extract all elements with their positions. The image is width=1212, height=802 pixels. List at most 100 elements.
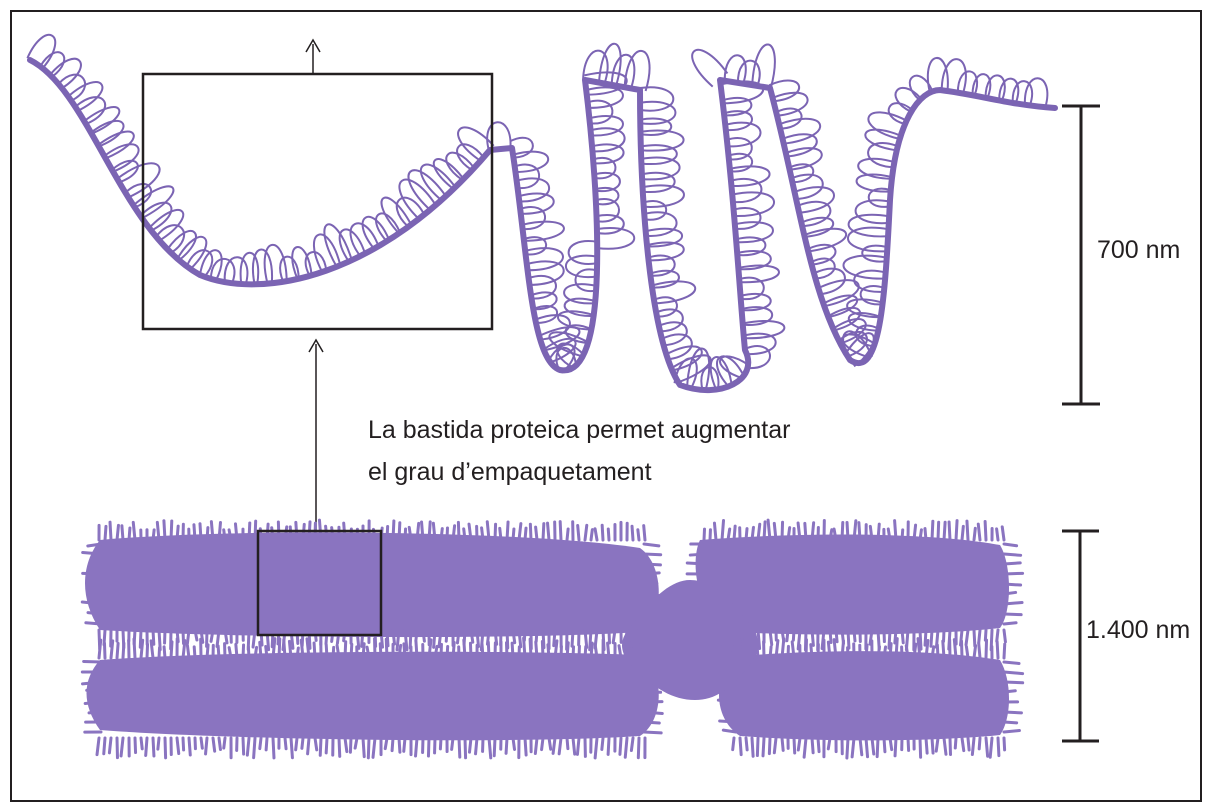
chromatin-fringe-strand: [459, 738, 460, 757]
chromatin-fringe-strand: [608, 643, 609, 658]
chromatin-fringe-strand: [255, 647, 257, 658]
chromatin-fringe-strand: [326, 526, 327, 540]
chromatin-fringe-strand: [157, 522, 159, 540]
chromatin-fringe-strand: [273, 738, 274, 758]
chromatin-fringe-strand: [464, 640, 465, 658]
chromatin-fringe-strand: [542, 642, 543, 658]
chromatin-fringe-strand: [733, 738, 734, 750]
chromatin-fringe-strand: [84, 661, 101, 662]
chromatin-fringe-strand: [86, 623, 101, 624]
chromatin-fringe-strand: [429, 640, 431, 658]
chromatin-fringe-strand: [548, 645, 549, 658]
chromatin-fringe-strand: [723, 730, 736, 732]
chromatin-fringe-strand: [704, 529, 705, 540]
chromatin-fringe-strand: [888, 529, 890, 540]
chromatin-fringe-strand: [530, 639, 531, 658]
chromatin-fringe-strand: [159, 648, 160, 658]
chromatin-fringe-strand: [254, 738, 255, 758]
chromatin-fringe-strand: [631, 738, 633, 751]
chromatin-fringe-strand: [968, 738, 969, 750]
chromatin-fringe-strand: [1004, 691, 1015, 692]
chromatin-fringe-strand: [549, 738, 551, 749]
chromatin-fringe-strand: [500, 528, 501, 540]
chromatin-fringe-strand: [548, 523, 549, 540]
chromatin-fringe-strand: [410, 630, 411, 648]
chromatin-fringe-strand: [151, 641, 153, 658]
chromatin-fringe-strand: [943, 641, 944, 658]
chromatin-fringe-strand: [997, 630, 998, 641]
chromatin-fringe-strand: [836, 630, 837, 642]
chromatin-loop: [732, 192, 774, 216]
chromatin-fringe-strand: [218, 646, 219, 658]
chromatin-fringe-strand: [333, 647, 334, 658]
chromatin-fringe-strand: [447, 646, 448, 658]
chromatin-fringe-strand: [235, 524, 237, 540]
chromatin-fringe-strand: [506, 643, 507, 658]
chromatin-fringe-strand: [320, 738, 321, 755]
chromatin-fringe-strand: [441, 529, 442, 540]
chromatin-fringe-strand: [272, 528, 273, 540]
chromatin-fringe-strand: [326, 630, 327, 644]
chromatin-fringe-strand: [752, 527, 753, 540]
chromatin-fringe-strand: [932, 647, 934, 658]
chromatin-fringe-strand: [1004, 544, 1017, 546]
chromatin-fringe-strand: [572, 630, 573, 646]
chromatin-fringe-strand: [1004, 712, 1021, 713]
chromatin-fringe-strand: [297, 630, 298, 643]
chromatin-fringe-strand: [720, 630, 722, 644]
chromatin-fringe-strand: [979, 630, 980, 643]
chromatin-fringe-strand: [877, 738, 878, 757]
chromatin-fringe-strand: [219, 738, 220, 750]
chromatin-fringe-strand: [536, 630, 537, 641]
chromatin-fringe-strand: [404, 644, 405, 658]
chromatin-fringe-strand: [296, 738, 297, 750]
chromatin-fringe-strand: [129, 528, 130, 540]
chromatin-fringe-strand: [171, 642, 172, 658]
chromatin-fringe-strand: [535, 738, 537, 753]
chromatin-loop: [640, 102, 675, 124]
chromatin-fringe-strand: [962, 738, 964, 751]
chromatin-fringe-strand: [171, 521, 172, 540]
chromatid-lower-left-arm: [87, 652, 659, 741]
chromatin-fringe-strand: [253, 630, 255, 647]
chromatin-fringe-strand: [961, 641, 962, 658]
chromatin-fringe-strand: [351, 644, 352, 658]
chromatin-fringe-strand: [632, 526, 633, 540]
chromatin-fringe-strand: [200, 524, 201, 540]
chromatin-fringe-strand: [89, 712, 101, 713]
chromatin-fringe-strand: [782, 738, 783, 750]
chromatin-fringe-strand: [644, 554, 661, 555]
chromatin-fringe-strand: [770, 630, 772, 645]
chromatin-fringe-strand: [812, 738, 813, 753]
chromatin-fringe-strand: [633, 648, 634, 658]
chromatin-fringe-strand: [147, 644, 148, 658]
chromatin-fringe-strand: [644, 624, 660, 626]
chromatin-fringe-strand: [632, 630, 633, 646]
chromatin-fringe-strand: [255, 521, 256, 540]
chromatin-fringe-strand: [567, 643, 568, 658]
chromatin-fringe-strand: [986, 738, 988, 756]
chromatin-fringe-strand: [488, 642, 489, 658]
chromatin-fringe-strand: [746, 529, 747, 540]
chromatin-fringe-strand: [639, 647, 640, 658]
chromatin-fringe-strand: [88, 593, 101, 594]
chromatin-loop: [843, 256, 886, 279]
chromatin-fringe-strand: [602, 525, 603, 540]
chromatin-fringe-strand: [397, 630, 399, 650]
chromatin-fringe-strand: [739, 639, 740, 658]
chromatin-loop: [730, 166, 770, 186]
chromatin-fringe-strand: [720, 682, 736, 684]
chromatin-fringe-strand: [183, 738, 184, 750]
chromatin-fringe-strand: [88, 613, 101, 614]
chromatin-fringe-strand: [733, 630, 734, 645]
chromatin-fringe-strand: [895, 738, 896, 756]
chromatin-fringe-strand: [734, 526, 735, 540]
chromatin-fringe-strand: [828, 642, 830, 658]
chromatin-fringe-strand: [289, 641, 291, 658]
chromatin-fringe-strand: [393, 630, 394, 644]
chromatin-fringe-strand: [1004, 563, 1020, 564]
chromatin-fringe-strand: [513, 630, 515, 643]
chromatin-fringe-strand: [141, 640, 143, 658]
chromatin-fringe-strand: [482, 528, 483, 540]
chromatin-fringe-strand: [314, 643, 315, 658]
